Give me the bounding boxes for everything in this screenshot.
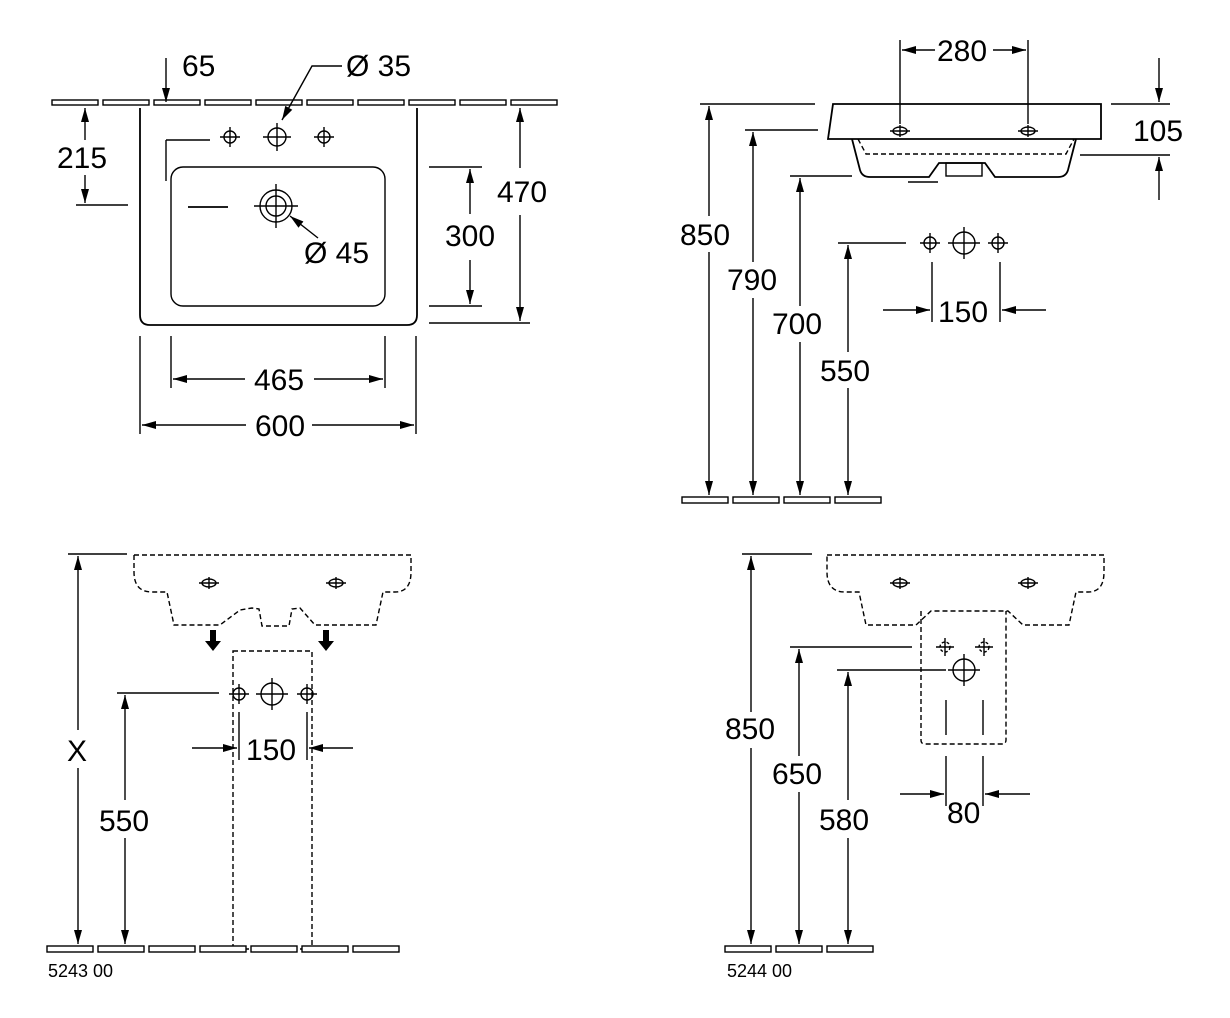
basin-side-outline [826, 103, 1102, 140]
supply-left-icon [228, 683, 250, 705]
hole-spacing-label: 280 [937, 35, 987, 68]
rim-thickness-label: 105 [1133, 115, 1183, 148]
tap-hole-diameter-label: Ø 35 [346, 50, 411, 83]
tap-hole-left-side-icon [889, 124, 911, 138]
bowl-depth-label: 300 [445, 220, 495, 253]
tap-hole-right-icon [313, 126, 335, 148]
bowl-outline [170, 166, 386, 307]
rim-height-label: 850 [725, 713, 775, 746]
rim-height-label: 850 [680, 219, 730, 252]
article-number: 5244 00 [727, 961, 792, 981]
semi-pedestal-dashed [920, 611, 1007, 745]
supply-spacing-label: 150 [938, 296, 988, 329]
basin-dashed-outline [133, 554, 412, 627]
tap-hole-right-icon [1017, 576, 1039, 590]
total-height-label: X [67, 735, 87, 768]
supply-right-icon [974, 637, 994, 657]
overflow-icon [254, 184, 298, 228]
tap-hole-left-icon [219, 126, 241, 148]
supply-left-icon [935, 637, 955, 657]
underside-height-label: 790 [727, 264, 777, 297]
depth-to-tap-label: 215 [57, 142, 107, 175]
total-depth-label: 470 [497, 176, 547, 209]
semi-pedestal-view: 850 650 580 80 5244 00 [724, 553, 1105, 981]
supply-spacing-label: 150 [246, 734, 296, 767]
drain-icon [947, 653, 981, 687]
supply-left-icon [919, 232, 941, 254]
arrow-down-left-icon [205, 630, 221, 651]
supply-right-icon [296, 683, 318, 705]
bowl-bottom-height-label: 700 [772, 308, 822, 341]
bowl-width-label: 465 [254, 364, 304, 397]
overflow-diameter-label: Ø 45 [304, 237, 369, 270]
tap-hole-center-icon [262, 122, 292, 152]
drain-icon [255, 677, 289, 711]
top-view: 65 Ø 35 Ø 45 215 300 470 465 600 [51, 50, 558, 443]
spacing-label: 80 [947, 797, 980, 830]
basin-outline [139, 108, 418, 326]
floor-line [681, 496, 882, 504]
total-width-label: 600 [255, 410, 305, 443]
pedestal-view: X 550 150 5243 00 [46, 553, 412, 981]
tap-hole-right-icon [325, 576, 347, 590]
tap-hole-left-icon [889, 576, 911, 590]
upper-supply-height-label: 650 [772, 758, 822, 791]
drain-icon [947, 226, 981, 260]
arrow-down-right-icon [318, 630, 334, 651]
side-view: 280 105 850 790 700 550 [680, 35, 1183, 504]
drain-height-label: 580 [819, 804, 869, 837]
wall-line [51, 99, 558, 106]
basin-dashed-outline [826, 554, 1105, 626]
supply-height-label: 550 [99, 805, 149, 838]
floor-line [724, 945, 874, 953]
floor-line [46, 945, 400, 953]
tap-hole-right-side-icon [1017, 124, 1039, 138]
tap-offset-label: 65 [182, 50, 215, 83]
supply-right-icon [987, 232, 1009, 254]
supply-height-label: 550 [820, 355, 870, 388]
article-number: 5243 00 [48, 961, 113, 981]
tap-hole-left-icon [198, 576, 220, 590]
